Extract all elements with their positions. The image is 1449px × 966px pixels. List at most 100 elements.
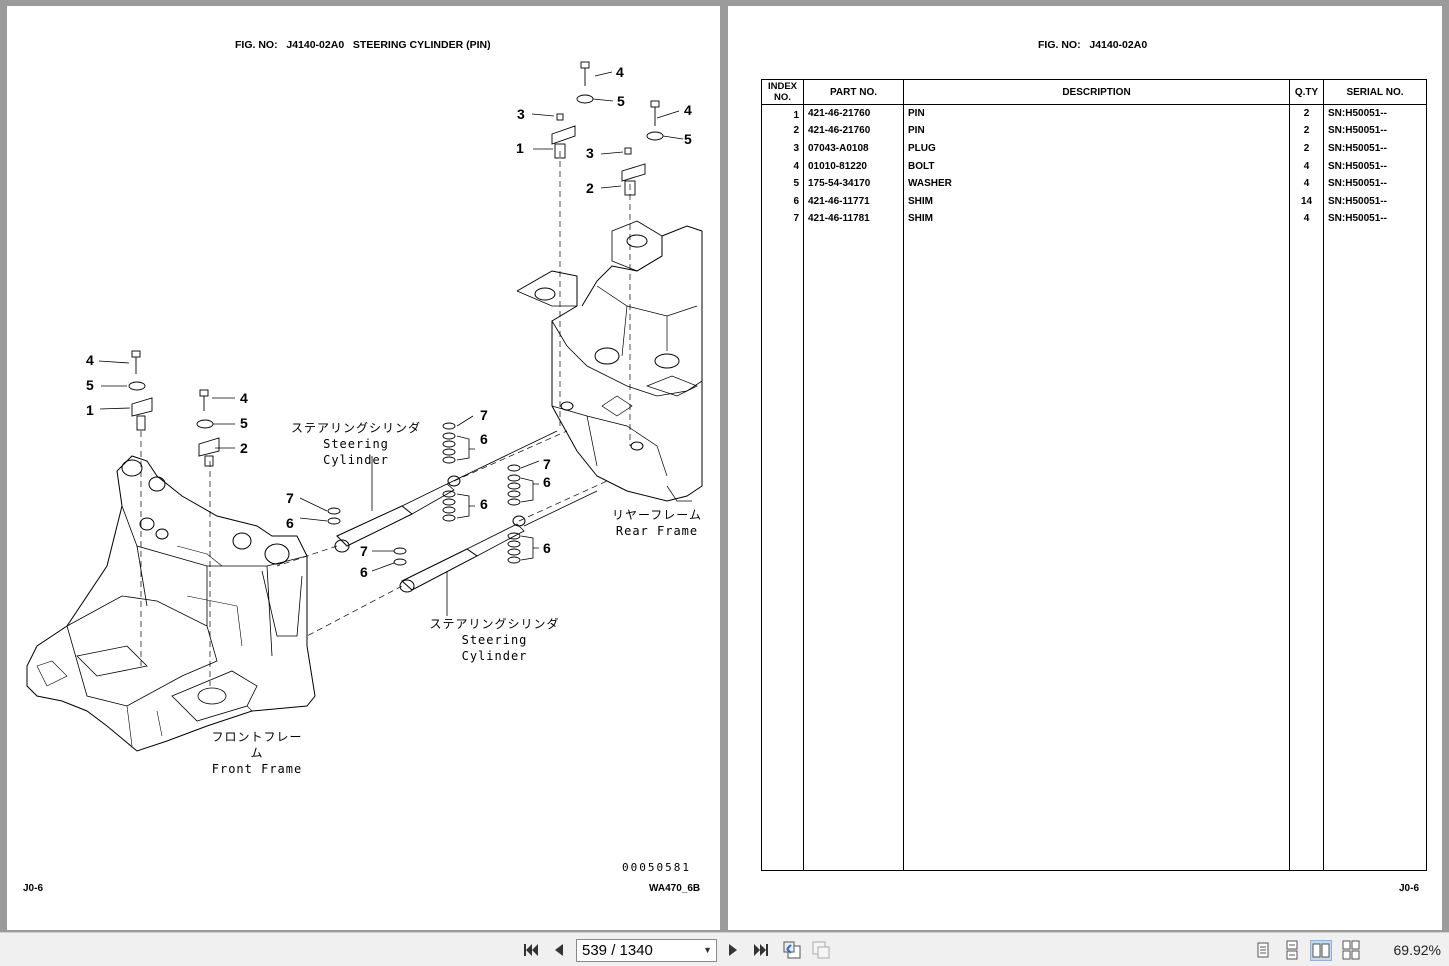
cell-description: WASHER [903,174,1290,193]
cell-description: BOLT [903,157,1290,175]
last-page-icon [754,944,768,956]
next-page-button[interactable] [722,940,744,960]
cell-part-no: 421-46-21760 [803,104,904,123]
steering-cylinder-jp: ステアリングシリンダ [291,421,422,435]
steering-cylinder-en: Steering Cylinder [461,633,528,663]
rear-frame-drawing [516,220,703,502]
next-view-icon [812,941,830,959]
svg-text:6: 6 [480,496,488,512]
steering-cylinder-upper [334,430,558,553]
cell-description: SHIM [903,210,1290,228]
cell-serial: SN:H50051-- [1323,122,1427,140]
cell-part-no: 01010-81220 [803,157,904,175]
svg-text:5: 5 [240,415,248,431]
cell-part-no: 07043-A0108 [803,139,904,158]
header-description: DESCRIPTION [903,79,1290,105]
page-left: FIG. NO: J4140-02A0 STEERING CYLINDER (P… [7,6,720,930]
rear-frame-en: Rear Frame [615,524,699,538]
page-indicator: 539 / 1340 [582,942,653,959]
cell-serial: SN:H50051-- [1323,139,1427,158]
steering-cylinder-jp: ステアリングシリンダ [429,617,560,631]
cell-description: SHIM [903,192,1290,211]
continuous-view-button[interactable] [1281,940,1303,961]
svg-text:7: 7 [543,456,551,472]
front-frame-drawing [26,455,316,752]
svg-text:1: 1 [516,140,524,156]
chevron-down-icon[interactable]: ▼ [703,945,712,955]
continuous-view-icon [1286,940,1298,960]
cell-index: 2 [761,122,804,140]
steering-cylinder-lower [399,490,598,593]
fig-name: STEERING CYLINDER (PIN) [352,39,491,51]
cell-qty: 2 [1289,122,1324,140]
hardware-parts [128,61,664,566]
cell-qty: 4 [1289,210,1324,228]
callout-leaders [98,71,684,616]
steering-cylinder-label-upper: ステアリングシリンダ Steering Cylinder [291,420,421,468]
previous-page-button[interactable] [548,940,570,960]
cell-description: PLUG [903,139,1290,158]
last-page-button[interactable] [750,940,772,960]
cell-part-no: 175-54-34170 [803,174,904,193]
callout-numbers: 4 5 3 1 4 5 3 2 4 5 1 4 5 2 7 6 6 7 6 6 [86,64,692,580]
svg-text:6: 6 [543,540,551,556]
cell-qty: 14 [1289,192,1324,211]
svg-text:7: 7 [480,407,488,423]
steering-cylinder-label-lower: ステアリングシリンダ Steering Cylinder [427,616,562,664]
next-page-icon [729,944,737,956]
page-footer-right: J0-6 [1399,883,1420,894]
page-number-field[interactable]: 539 / 1340 ▼ [576,939,717,962]
cell-part-no: 421-46-21760 [803,122,904,140]
figure-title: FIG. NO: J4140-02A0 STEERING CYLINDER (P… [235,39,491,51]
cell-serial: SN:H50051-- [1323,210,1427,228]
header-qty: Q.TY [1289,79,1324,105]
table-filler-row [761,227,1427,871]
svg-text:3: 3 [586,145,594,161]
fig-number: J4140-02A0 [286,39,345,51]
header-serial: SERIAL NO. [1323,79,1427,105]
first-page-button[interactable] [520,940,542,960]
parts-table: INDEX NO. PART NO. DESCRIPTION Q.TY SERI… [761,79,1427,871]
svg-text:6: 6 [286,515,294,531]
fig-label: FIG. NO: [1038,39,1081,51]
svg-text:2: 2 [240,440,248,456]
cell-index: 3 [761,139,804,158]
fig-label: FIG. NO: [235,39,278,51]
single-page-view-icon [1257,942,1269,958]
zoom-level[interactable]: 69.92% [1393,942,1441,958]
svg-text:4: 4 [240,390,248,406]
cell-index: 6 [761,192,804,211]
continuous-facing-view-icon [1342,940,1360,960]
header-index: INDEX NO. [761,79,804,105]
svg-text:6: 6 [480,431,488,447]
facing-view-button[interactable] [1310,940,1332,961]
figure-title: FIG. NO: J4140-02A0 [1038,39,1147,51]
previous-view-icon [783,941,801,959]
page-footer-left: J0-6 [23,883,44,894]
rear-frame-label: リヤーフレーム Rear Frame [612,507,702,539]
cell-index: 1 [761,104,804,123]
svg-text:1: 1 [86,402,94,418]
cell-index: 4 [761,157,804,175]
front-frame-label: フロントフレーム Front Frame [207,729,307,777]
cell-description: PIN [903,122,1290,140]
cell-serial: SN:H50051-- [1323,192,1427,211]
svg-text:7: 7 [360,543,368,559]
single-page-view-button[interactable] [1252,940,1274,961]
front-frame-en: Front Frame [211,762,303,776]
header-part-no: PART NO. [803,79,904,105]
cell-index: 7 [761,210,804,228]
previous-view-button[interactable] [781,940,803,960]
rear-frame-jp: リヤーフレーム [612,508,702,522]
model-footer: WA470_6B [649,883,701,894]
cell-qty: 4 [1289,174,1324,193]
continuous-facing-view-button[interactable] [1340,940,1362,961]
next-view-button[interactable] [810,940,832,960]
navigation-toolbar: 539 / 1340 ▼ 69.92% [0,932,1449,966]
cell-index: 5 [761,174,804,193]
